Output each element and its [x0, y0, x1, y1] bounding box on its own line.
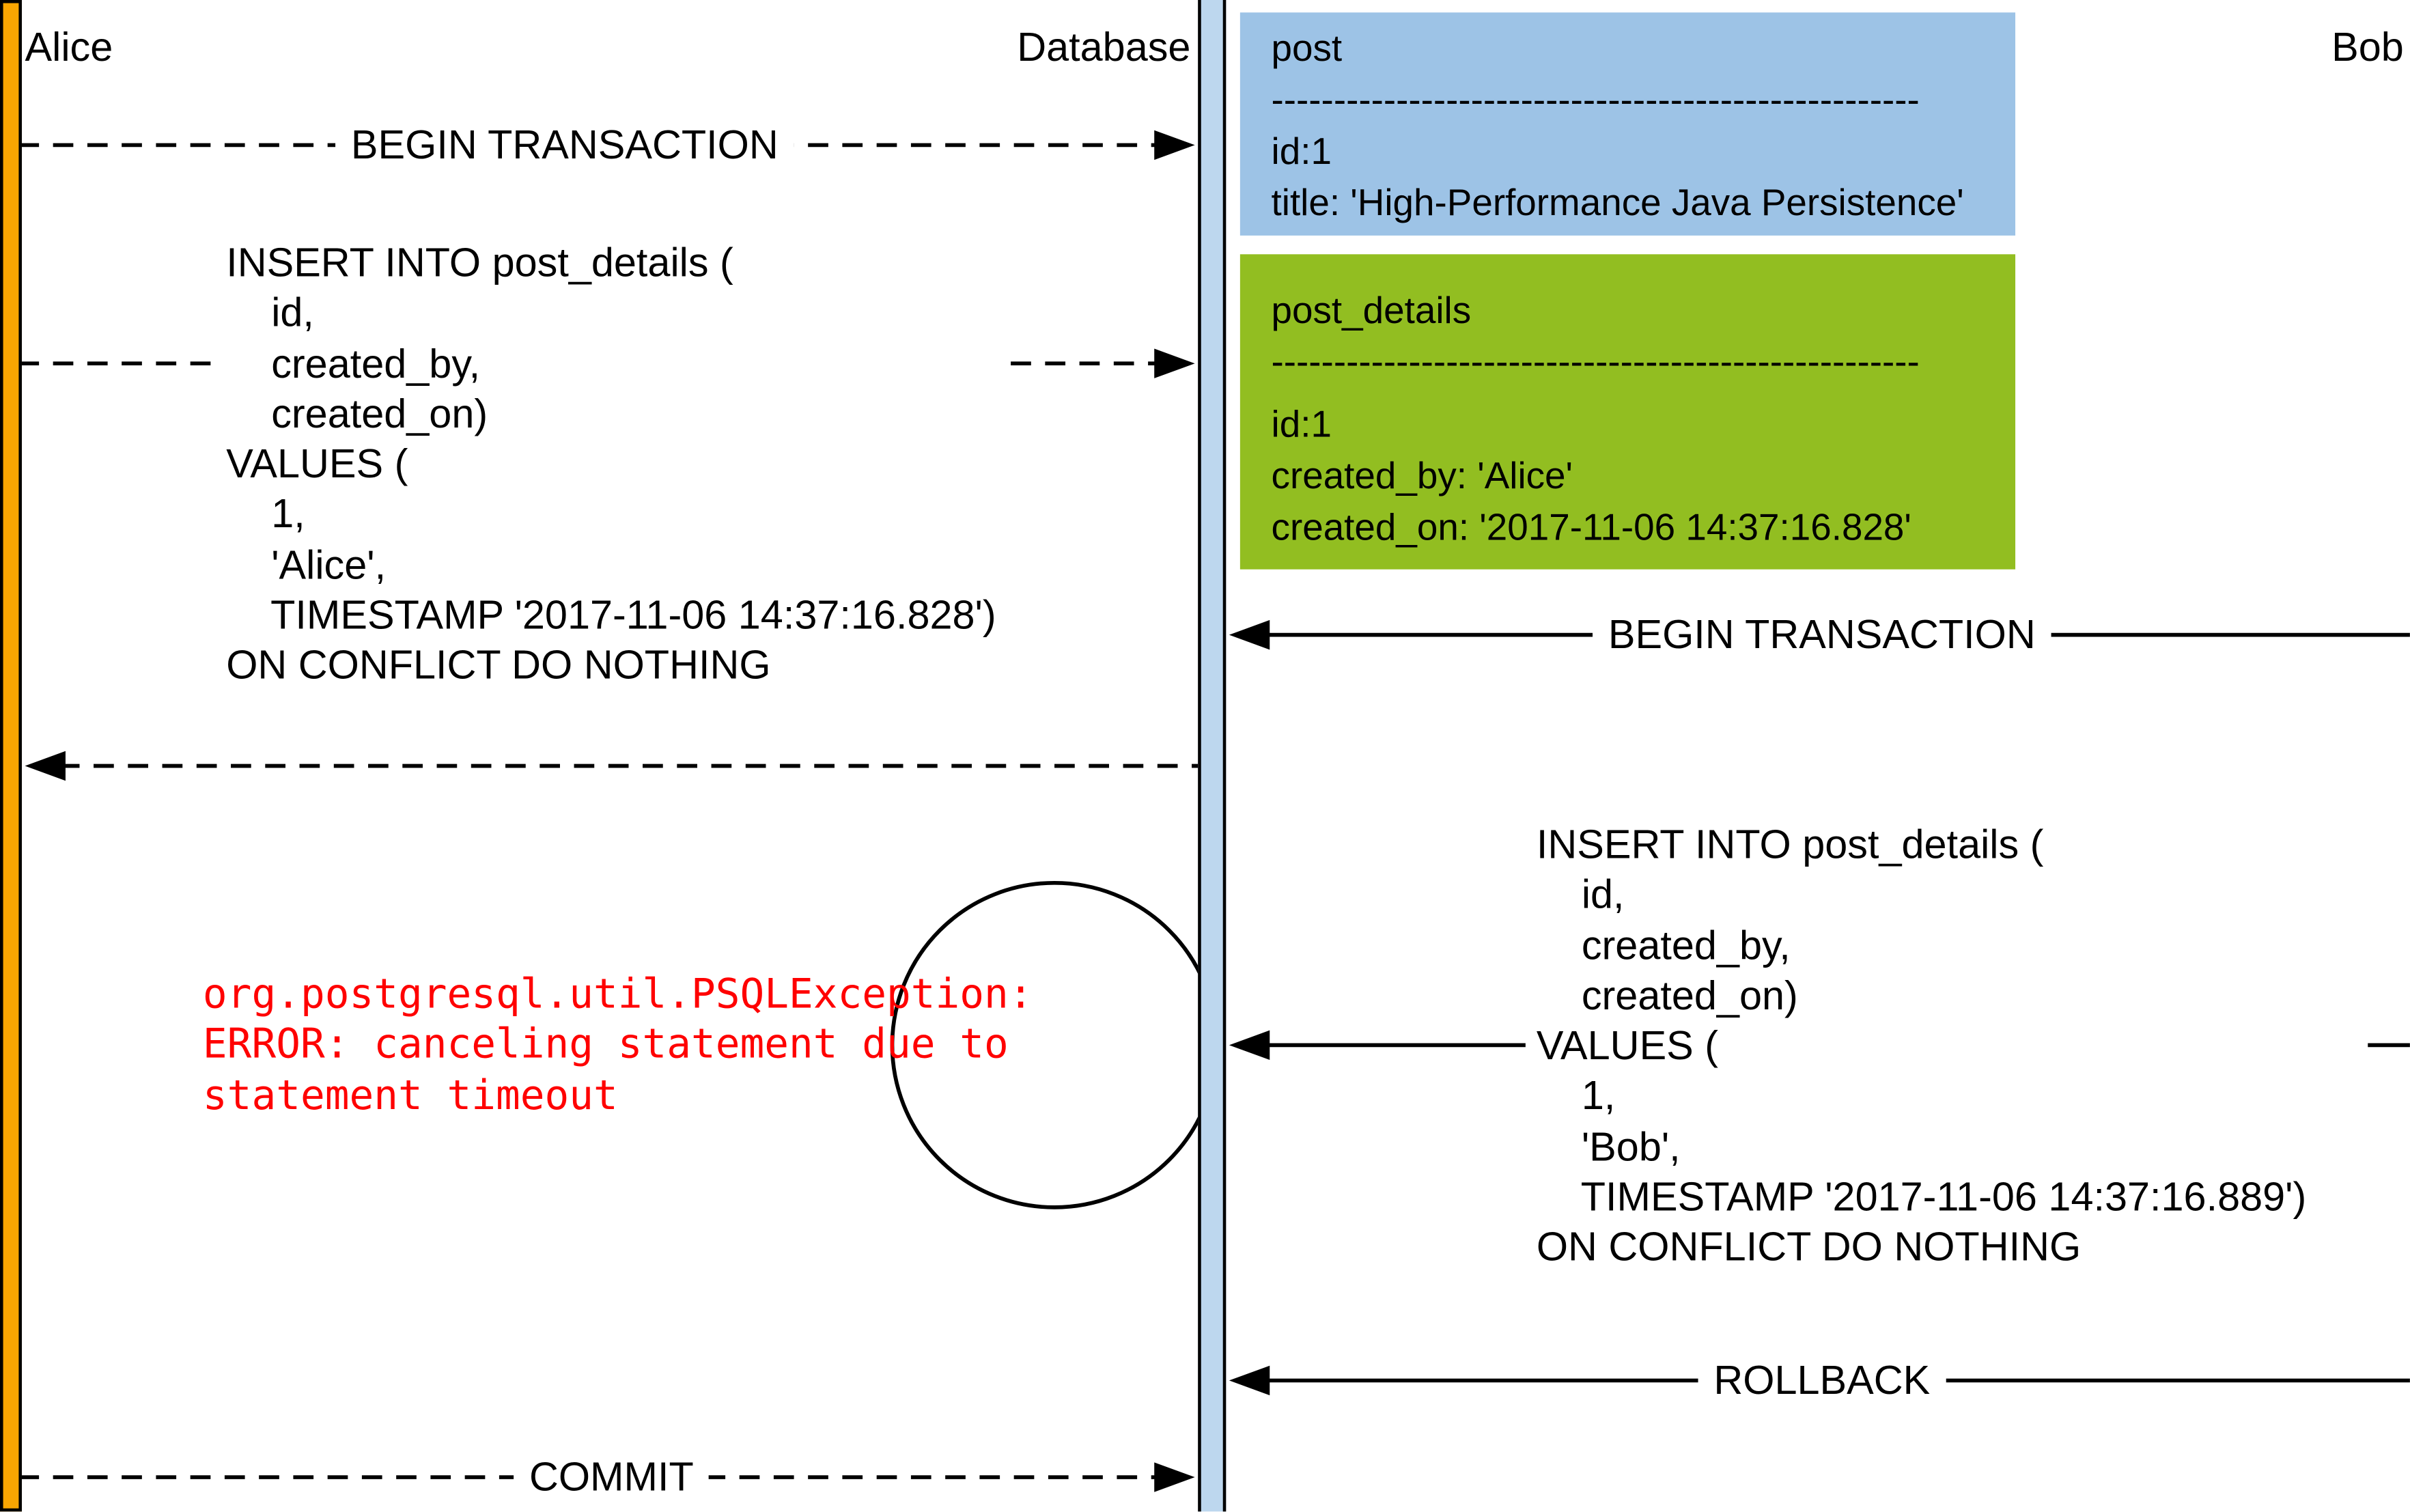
bob-begin-transaction-label: BEGIN TRANSACTION [1593, 611, 2051, 660]
alice-actor-label: Alice [25, 23, 113, 70]
post-details-entity-box: post_details ---------------------------… [1239, 254, 2016, 570]
database-actor-label: Database [1017, 23, 1191, 70]
alice-begin-transaction-arrowhead [1154, 130, 1195, 160]
database-lifeline [1198, 0, 1227, 1512]
post-entity-box: post -----------------------------------… [1239, 12, 2016, 236]
alice-commit-arrowhead [1154, 1462, 1195, 1492]
bob-begin-transaction-arrowhead [1229, 619, 1270, 650]
post-details-box-row-created-by: created_by: 'Alice' [1271, 455, 1573, 498]
post-details-box-title: post_details [1271, 290, 1472, 333]
database-return-arrowhead [25, 751, 66, 781]
post-box-row-title: title: 'High-Performance Java Persistenc… [1271, 182, 1964, 225]
bob-actor-label: Bob [2331, 23, 2404, 70]
bob-rollback-label: ROLLBACK [1698, 1356, 1946, 1405]
alice-begin-transaction-label: BEGIN TRANSACTION [335, 121, 794, 169]
bob-insert-arrowhead [1229, 1030, 1270, 1061]
post-box-row-id: id:1 [1271, 130, 1332, 173]
alice-insert-arrowhead [1154, 348, 1195, 378]
bob-insert-sql: INSERT INTO post_details ( id, created_b… [1536, 820, 2307, 1271]
psql-exception-error-text: org.postgresql.util.PSQLException: ERROR… [202, 971, 1033, 1120]
post-details-box-separator: ----------------------------------------… [1271, 341, 1920, 384]
post-details-box-row-created-on: created_on: '2017-11-06 14:37:16.828' [1271, 507, 1911, 550]
alice-insert-sql: INSERT INTO post_details ( id, created_b… [226, 238, 996, 689]
bob-rollback-arrowhead [1229, 1365, 1270, 1396]
post-details-box-row-id: id:1 [1271, 404, 1332, 447]
post-box-title: post [1271, 28, 1343, 70]
alice-lifeline [0, 0, 22, 1512]
alice-commit-label: COMMIT [514, 1453, 710, 1502]
post-box-separator: ----------------------------------------… [1271, 79, 1920, 122]
